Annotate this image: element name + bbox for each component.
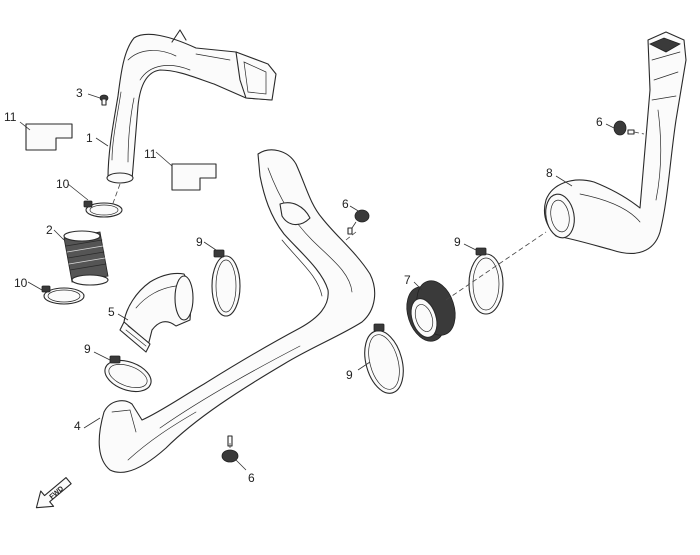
hose-clamp-part-9c [364, 323, 404, 394]
callout-9-b: 9 [84, 342, 91, 356]
grommet-part-6b [613, 120, 635, 136]
callout-9-a: 9 [196, 235, 203, 249]
elbow-part-5 [119, 272, 194, 353]
screw-part-3 [99, 94, 109, 106]
leader-lines [19, 93, 615, 471]
callout-1: 1 [86, 131, 93, 145]
callout-6-b: 6 [596, 115, 603, 129]
callout-4: 4 [74, 419, 81, 433]
hose-clamp-part-9a [211, 249, 241, 317]
hose-clamp-part-9d [468, 247, 504, 315]
hose-clamp-part-10a [83, 200, 123, 218]
bellows-part-2 [63, 230, 109, 286]
callout-11-left: 11 [4, 110, 17, 124]
alignment-lines [111, 131, 645, 448]
fwd-arrow-icon: FWD [35, 477, 72, 509]
callout-2: 2 [46, 223, 53, 237]
snorkel-part-8 [543, 31, 687, 254]
callout-9-d: 9 [454, 235, 461, 249]
callout-numbers: 11 1 3 11 10 2 10 5 9 9 4 6 6 6 8 9 7 9 [4, 86, 603, 485]
grommet-part-6c [221, 435, 239, 463]
callout-6-c: 6 [248, 471, 255, 485]
callout-6-a: 6 [342, 197, 349, 211]
callout-3: 3 [76, 86, 83, 100]
intake-duct-part-1 [106, 29, 277, 184]
label-part-11b [171, 163, 217, 191]
callout-7: 7 [404, 273, 411, 287]
coupling-part-7 [406, 280, 456, 342]
grommet-part-6a [347, 209, 370, 235]
callout-9-c: 9 [346, 368, 353, 382]
callout-10-upper: 10 [56, 177, 70, 191]
label-part-11a [25, 123, 73, 151]
callout-11-right: 11 [144, 147, 157, 161]
callout-8: 8 [546, 166, 553, 180]
callout-5: 5 [108, 305, 115, 319]
hose-clamp-part-9b [104, 355, 152, 393]
hose-clamp-part-10b [41, 285, 85, 305]
main-duct-part-4 [98, 149, 376, 473]
callout-10-lower: 10 [14, 276, 28, 290]
